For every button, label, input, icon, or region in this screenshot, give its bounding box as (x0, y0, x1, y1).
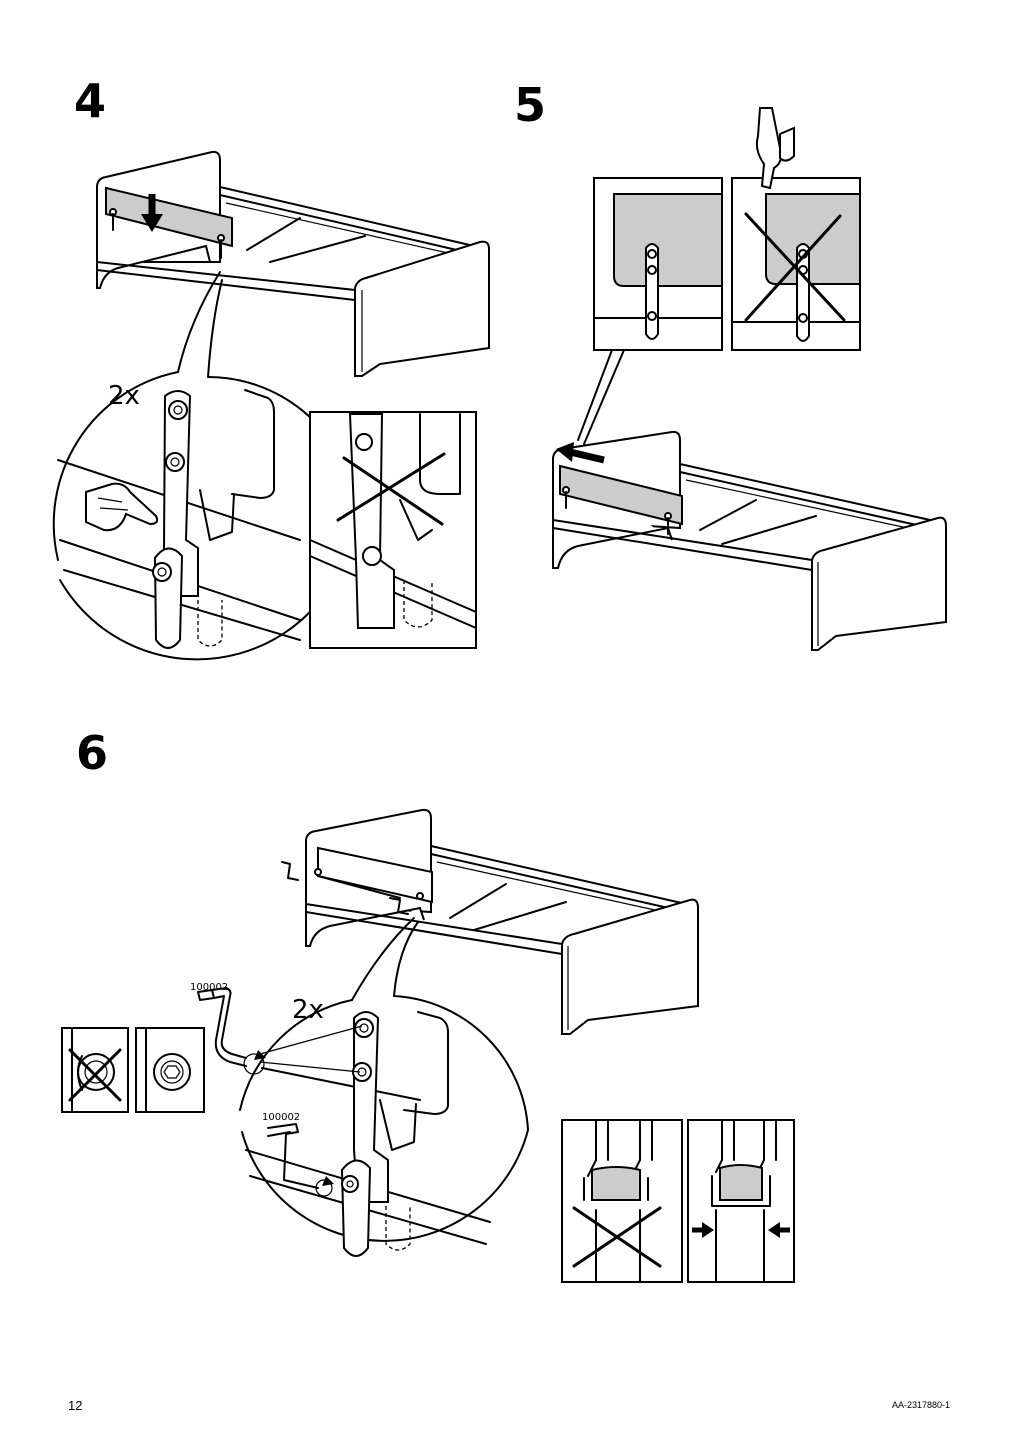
step6-detail-callout (239, 917, 529, 1257)
quantity-label-step6: 2x (292, 995, 324, 1025)
step4-bed-overview (96, 150, 490, 377)
clamp-detail-correct (687, 1119, 795, 1283)
step4-wrong-detail (309, 411, 477, 649)
step-number-5: 5 (514, 78, 547, 132)
step5-callout-pointer (577, 349, 613, 441)
step4-detail-callout (52, 271, 357, 661)
step5-bed-overview (552, 430, 947, 651)
step-number-4: 4 (74, 74, 107, 128)
screw-head-correct (135, 1027, 205, 1113)
tool-code-label-1: 100002 (190, 982, 228, 993)
quantity-label-step4: 2x (108, 381, 140, 411)
clamp-detail-wrong (561, 1119, 683, 1283)
step-number-6: 6 (76, 726, 109, 780)
allen-key-tool (197, 987, 363, 1075)
screw-head-wrong (61, 1027, 129, 1113)
step5-detail-wrong (731, 107, 861, 351)
step6-bed-overview (281, 808, 699, 1035)
page-number: 12 (68, 1398, 83, 1413)
document-id: AA-2317880-1 (891, 1400, 950, 1410)
tool-code-label-2: 100002 (262, 1112, 300, 1123)
step5-detail-correct (593, 177, 723, 351)
